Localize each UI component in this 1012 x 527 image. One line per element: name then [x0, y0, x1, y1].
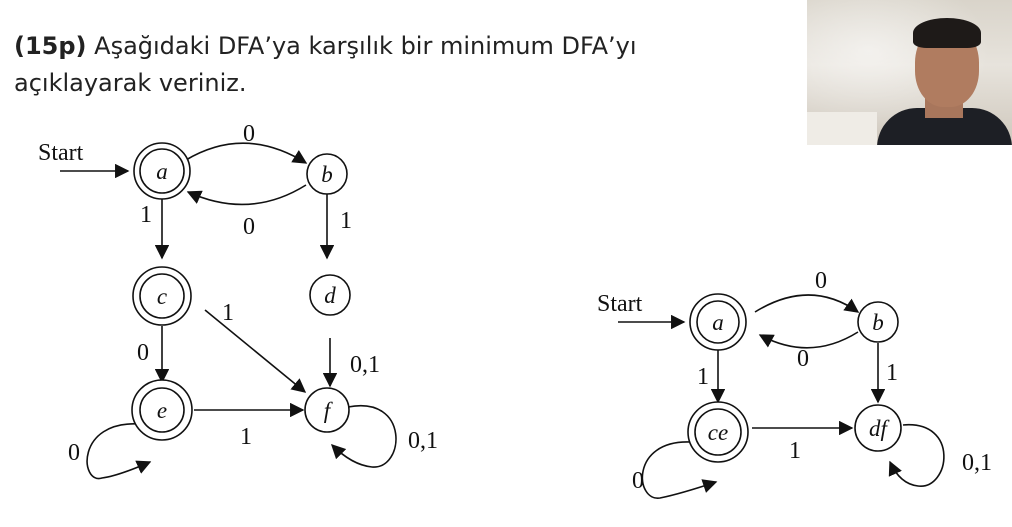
- edge-c-f: [204, 309, 307, 393]
- min-edge-a-b-label: 0: [815, 268, 827, 294]
- min-state-df-label: df: [869, 416, 891, 441]
- min-edge-ce-df-label: 1: [789, 438, 801, 464]
- start-label: Start: [38, 140, 84, 166]
- state-a: a: [133, 142, 191, 200]
- state-e: e: [131, 379, 193, 441]
- edge-a-c-label: 1: [140, 202, 152, 228]
- edge-c-e-label: 0: [137, 340, 149, 366]
- question-body: Aşağıdaki DFA’ya karşılık bir minimum DF…: [14, 32, 637, 97]
- min-state-ce-label: ce: [708, 420, 728, 445]
- min-loop-ce: [641, 441, 718, 499]
- edge-b-a: [186, 184, 307, 206]
- loop-f-label: 0,1: [408, 428, 438, 454]
- state-f: f: [304, 387, 350, 433]
- min-loop-ce-label: 0: [632, 468, 644, 494]
- state-c-label: c: [157, 284, 167, 309]
- state-e-label: e: [157, 398, 167, 423]
- min-state-df: df: [854, 404, 902, 452]
- min-loop-df-label: 0,1: [962, 450, 992, 476]
- state-d: d: [309, 274, 351, 316]
- question-points: (15p): [14, 32, 87, 60]
- edge-e-f-label: 1: [240, 424, 252, 450]
- min-edge-a-ce-label: 1: [697, 364, 709, 390]
- presenter-webcam-icon: [807, 0, 1012, 145]
- loop-e-label: 0: [68, 440, 80, 466]
- edge-a-b-label: 0: [243, 121, 255, 147]
- state-f-label: f: [324, 398, 334, 423]
- min-edge-b-a: [758, 331, 859, 349]
- loop-e: [86, 423, 152, 480]
- state-b: b: [306, 153, 348, 195]
- edge-d-f-label: 0,1: [350, 352, 380, 378]
- min-state-b: b: [857, 301, 899, 343]
- edge-a-b: [185, 142, 308, 164]
- loop-f: [330, 404, 397, 468]
- min-state-b-label: b: [872, 310, 884, 335]
- min-loop-df: [888, 424, 945, 487]
- state-a-label: a: [156, 159, 168, 184]
- state-b-label: b: [321, 162, 333, 187]
- original-dfa: Start 0 0 1 1 1 0 0,1 1 0 0,1 a b: [38, 121, 438, 480]
- min-state-a: a: [689, 293, 747, 351]
- edge-b-a-label: 0: [243, 214, 255, 240]
- min-edge-b-a-label: 0: [797, 346, 809, 372]
- minimized-dfa: Start 0 0 1 1 1 0 0,1 a b ce: [597, 268, 992, 499]
- min-state-a-label: a: [712, 310, 724, 335]
- edge-c-f-label: 1: [222, 300, 234, 326]
- min-start-label: Start: [597, 291, 643, 317]
- question-text: (15p) Aşağıdaki DFA’ya karşılık bir mini…: [14, 28, 774, 102]
- min-edge-b-df-label: 1: [886, 360, 898, 386]
- min-state-ce: ce: [687, 401, 749, 463]
- edge-b-d-label: 1: [340, 208, 352, 234]
- state-d-label: d: [324, 283, 336, 308]
- state-c: c: [132, 266, 192, 326]
- min-edge-a-b: [754, 294, 860, 313]
